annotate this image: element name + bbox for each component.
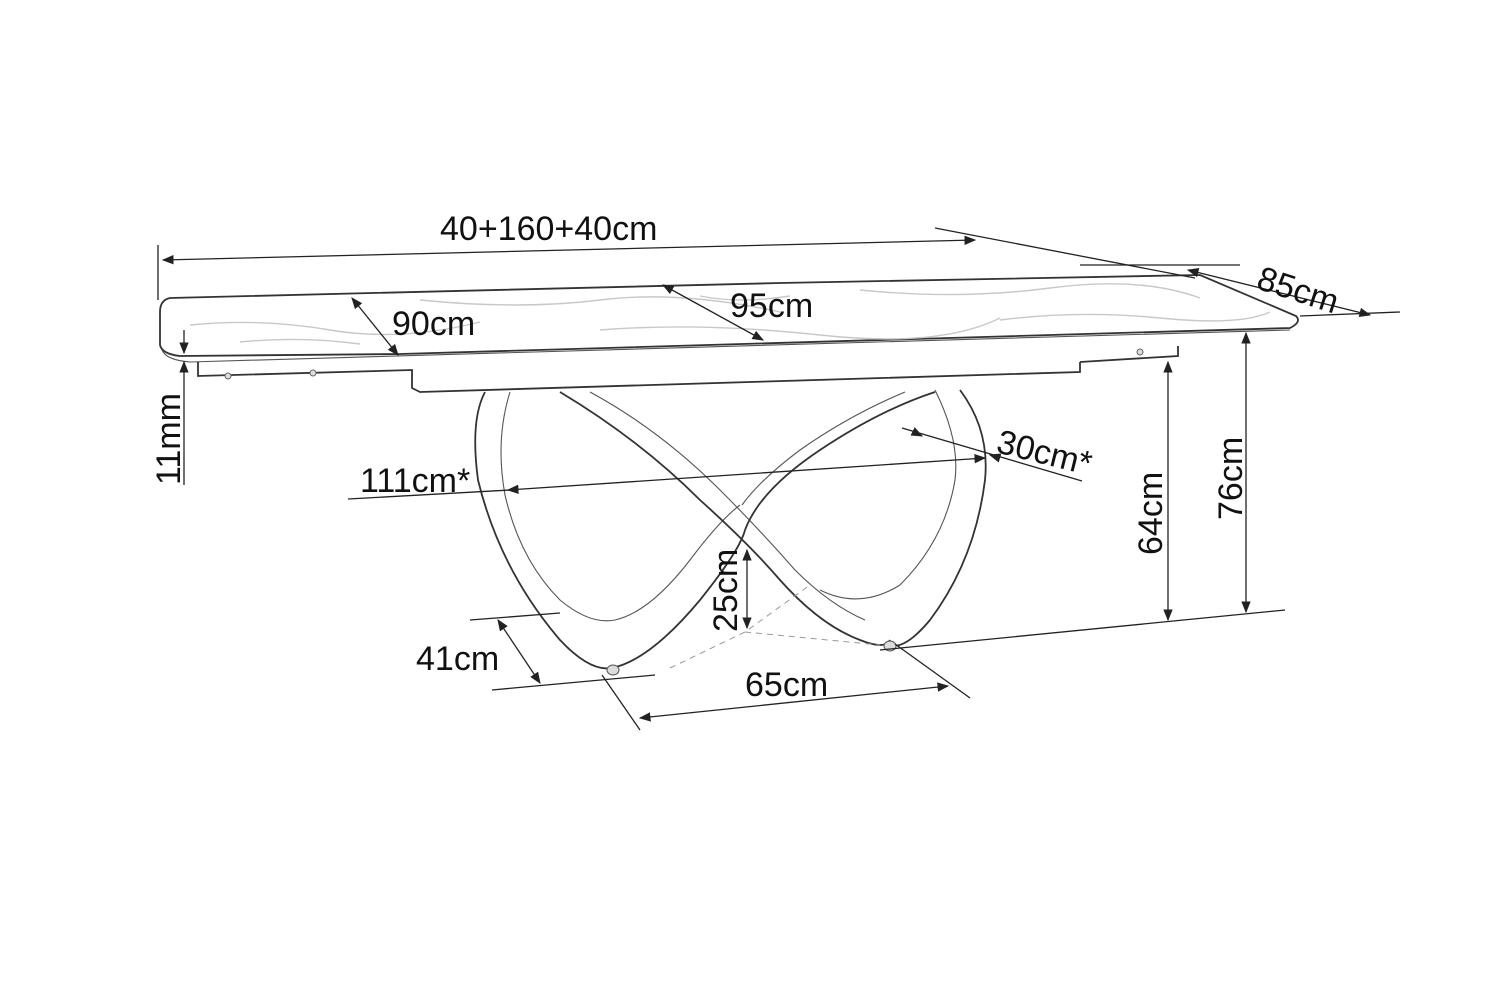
dim-top-width-middle: 95cm — [661, 284, 813, 341]
label-foot-span: 65cm — [745, 666, 828, 704]
label-depth: 85cm — [1253, 259, 1344, 321]
dim-foot-depth: 41cm — [416, 612, 656, 691]
dim-depth: 85cm — [1080, 259, 1401, 321]
dim-foot-span: 65cm — [601, 643, 971, 731]
dim-top-thickness: 11mm — [150, 330, 189, 485]
label-foot-depth: 41cm — [416, 640, 499, 678]
label-base-band-width: 30cm* — [993, 423, 1096, 483]
dim-total-height: 76cm — [879, 331, 1286, 651]
table-apron — [197, 346, 1179, 393]
label-top-thickness: 11mm — [150, 393, 188, 485]
label-top-width-left: 90cm — [392, 305, 475, 343]
dim-top-width-left: 90cm — [351, 297, 475, 356]
dim-base-band-width: 30cm* — [901, 423, 1096, 483]
label-base-cross-height: 25cm — [707, 549, 745, 632]
table-top — [159, 274, 1299, 363]
label-under-clearance: 64cm — [1132, 472, 1170, 555]
label-top-width-middle: 95cm — [730, 287, 813, 325]
dim-under-clearance: 64cm — [1132, 360, 1173, 622]
dim-base-span: 111cm* — [347, 454, 987, 500]
dim-total-length: 40+160+40cm — [157, 210, 1196, 300]
label-total-length: 40+160+40cm — [440, 210, 657, 248]
label-base-span: 111cm* — [360, 462, 470, 500]
dim-base-cross-height: 25cm — [707, 548, 752, 632]
label-total-height: 76cm — [1212, 437, 1250, 520]
